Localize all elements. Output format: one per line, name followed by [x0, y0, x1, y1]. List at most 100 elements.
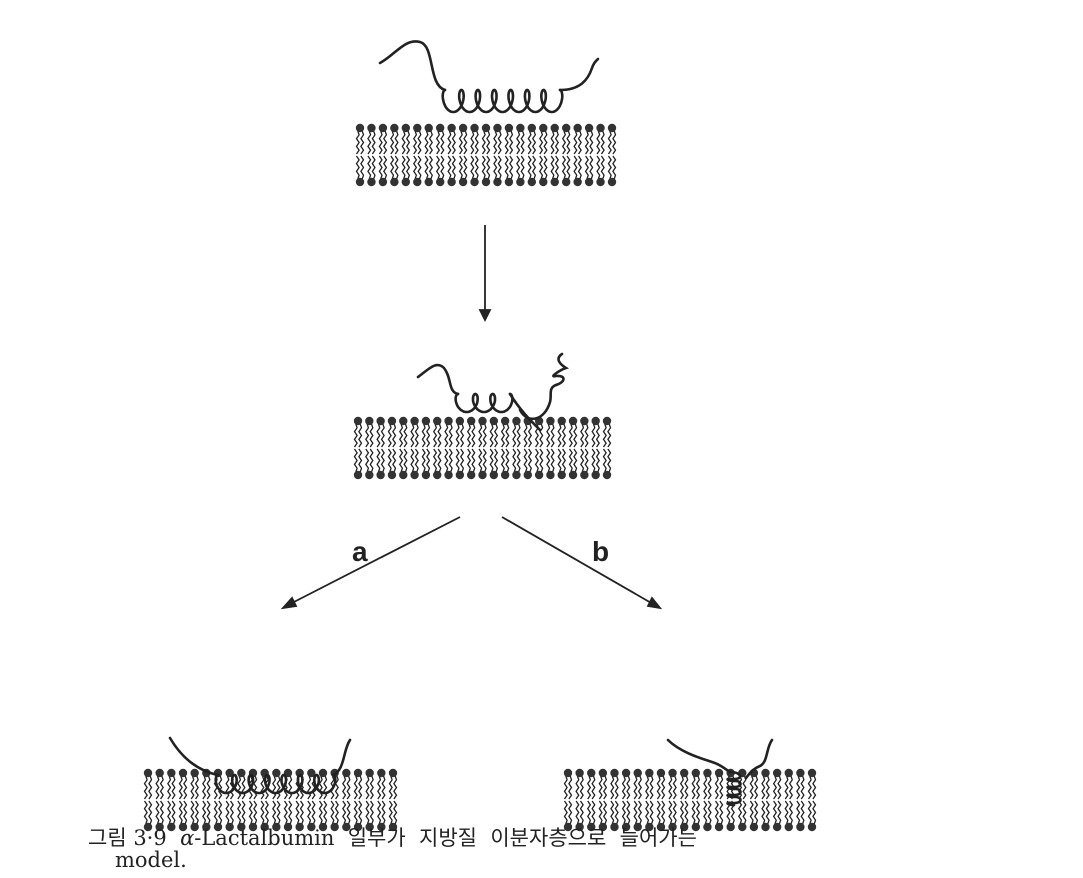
lipid-head [679, 822, 689, 832]
lipid-head [691, 822, 701, 832]
lipid-tail [742, 800, 747, 825]
lipid-tail [471, 448, 476, 473]
lipid-tail [557, 423, 562, 448]
lipid-tail [448, 448, 453, 473]
lipid-tail [202, 775, 207, 800]
lipid-tail [493, 423, 499, 448]
lipid-tail [388, 800, 393, 825]
lipid-tail [190, 800, 195, 825]
lipid-tail [550, 155, 555, 180]
lipid-head [421, 470, 431, 480]
lipid-tail [253, 775, 258, 800]
lipid-tail [509, 130, 514, 155]
lipid-tail [784, 775, 789, 800]
lipid-tail [369, 775, 374, 800]
lipid-tail [237, 775, 242, 800]
lipid-tail [668, 775, 673, 800]
lipid-head [190, 822, 199, 832]
lipid-tail [377, 800, 382, 825]
lipid-tail [600, 130, 605, 155]
lipid-tail [206, 800, 211, 825]
lipid-tail [248, 800, 253, 825]
lipid-head [761, 768, 770, 778]
lipid-head [272, 822, 281, 832]
lipid-head [500, 470, 510, 480]
lipid-tail [178, 800, 183, 825]
lipid-tail [812, 800, 817, 825]
lipid-tail [260, 775, 265, 800]
lipid-head [365, 768, 374, 778]
lipid-head [367, 123, 376, 133]
lipid-tail [401, 155, 406, 180]
protein-folded-segment [552, 352, 570, 387]
lipid-head [353, 768, 363, 778]
lipid-head [433, 416, 442, 426]
lipid-tail [369, 800, 374, 825]
lipid-tail [428, 155, 434, 180]
lipid-tail [568, 448, 573, 473]
lipid-head [410, 416, 419, 426]
lipid-tail [410, 448, 415, 473]
lipid-tail [493, 155, 498, 180]
lipid-tail [596, 155, 601, 180]
lipid-tail [218, 800, 223, 825]
lipid-tail [561, 155, 567, 180]
lipid-tail [426, 423, 431, 448]
lipid-tail [543, 155, 548, 180]
lipid-head [691, 768, 701, 778]
lipid-tail [573, 155, 578, 180]
lipid-head [807, 822, 817, 832]
lipid-head [466, 416, 476, 426]
lipid-head [726, 822, 735, 832]
lipid-tail [504, 155, 509, 180]
lipid-tail [568, 800, 573, 825]
lipid-head [602, 470, 612, 480]
lipid-tail [358, 800, 363, 825]
figure-caption: 그림 3·9 α-Lactalbumin 일부가 지방질 이분자층으로 늘어가는 [88, 822, 697, 852]
lipid-tail [505, 423, 510, 448]
lipid-tail [637, 775, 642, 800]
lipid-tail [253, 800, 258, 825]
lipid-head [466, 470, 476, 480]
lipid-tail [342, 775, 347, 800]
lipid-tail [307, 800, 312, 825]
lipid-tail [796, 800, 801, 825]
lipid-tail [580, 423, 585, 448]
lipid-tail [520, 130, 525, 155]
lipid-head [410, 470, 419, 480]
lipid-head [424, 177, 433, 187]
lipid-head [749, 822, 759, 832]
lipid-head [703, 822, 712, 832]
lipid-tail [365, 775, 370, 800]
alpha-symbol: α [180, 826, 195, 850]
lipid-tail [796, 775, 801, 800]
lipid-head [656, 822, 666, 832]
lipid-head [378, 123, 388, 133]
lipid-head [248, 822, 258, 832]
lipid-head [413, 123, 422, 133]
lipid-head [283, 822, 293, 832]
lipid-head [516, 123, 525, 133]
lipid-tail [288, 775, 293, 800]
lipid-head [447, 123, 456, 133]
lipid-head [143, 822, 153, 832]
lipid-head [155, 768, 164, 778]
lipid-head [587, 822, 596, 832]
lipid-tail [334, 775, 339, 800]
lipid-tail [777, 800, 782, 825]
lipid-tail [550, 448, 555, 473]
lipid-tail [807, 800, 812, 825]
lipid-tail [520, 155, 525, 180]
lipid-tail [225, 775, 230, 800]
lipid-head [376, 416, 385, 426]
lipid-tail [458, 155, 463, 180]
lipid-head [563, 768, 573, 778]
lipid-head [523, 470, 532, 480]
lipid-tail [566, 130, 571, 155]
lipid-head [225, 768, 234, 778]
lipid-head [493, 177, 502, 187]
lipid-head [489, 416, 499, 426]
lipid-head [539, 177, 548, 187]
lipid-tail [586, 800, 592, 825]
lipid-tail [749, 775, 754, 800]
